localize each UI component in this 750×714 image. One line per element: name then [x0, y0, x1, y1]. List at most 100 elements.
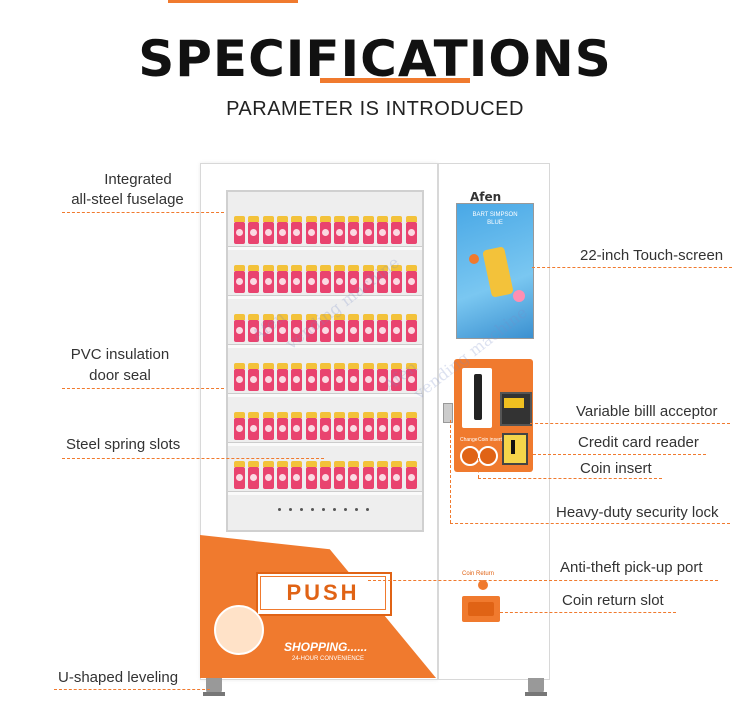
- card-reader-display: [504, 398, 524, 408]
- leader-line: [532, 267, 732, 268]
- product-top: [391, 216, 403, 222]
- pickup-door[interactable]: [256, 572, 392, 616]
- product-top: [362, 314, 374, 320]
- product-top: [362, 216, 374, 222]
- product-top: [305, 363, 317, 369]
- product-top: [248, 363, 260, 369]
- product-item: [291, 320, 303, 342]
- product-item: [305, 418, 317, 440]
- product-item: [362, 222, 374, 244]
- product-item: [334, 369, 346, 391]
- product-top: [319, 363, 331, 369]
- screen-decoration: [513, 290, 525, 302]
- convenience-text: 24-HOUR CONVENIENCE: [292, 656, 365, 662]
- product-top: [334, 363, 346, 369]
- product-item: [276, 320, 288, 342]
- product-top: [391, 265, 403, 271]
- product-top: [334, 314, 346, 320]
- vent-hole: [366, 508, 369, 511]
- product-top: [248, 314, 260, 320]
- label-spring-slots: Steel spring slots: [66, 436, 181, 453]
- product-item: [262, 369, 274, 391]
- product-item: [305, 467, 317, 489]
- product-top: [305, 216, 317, 222]
- product-window: [226, 190, 424, 532]
- product-top: [262, 265, 274, 271]
- product-item: [248, 222, 260, 244]
- product-item: [276, 418, 288, 440]
- product-item: [334, 222, 346, 244]
- leader-line: [450, 523, 730, 524]
- product-top: [391, 412, 403, 418]
- product-top: [348, 363, 360, 369]
- product-top: [405, 216, 417, 222]
- product-item: [262, 320, 274, 342]
- product-item: [348, 418, 360, 440]
- label-fuselage-line1: Integrated: [104, 171, 172, 188]
- product-item: [319, 222, 331, 244]
- touch-screen[interactable]: BART SIMPSON BLUE: [456, 203, 534, 339]
- product-item: [234, 222, 245, 244]
- leader-line: [530, 423, 730, 424]
- coin-insert[interactable]: [502, 433, 528, 465]
- product-top: [305, 265, 317, 271]
- product-item: [377, 320, 388, 342]
- product-item: [391, 320, 403, 342]
- product-item: [362, 418, 374, 440]
- card-reader[interactable]: [500, 392, 532, 426]
- product-item: [305, 320, 317, 342]
- product-top: [377, 461, 388, 467]
- product-item: [248, 271, 260, 293]
- product-item: [234, 271, 245, 293]
- shelf: [228, 442, 422, 446]
- product-top: [276, 412, 288, 418]
- product-top: [305, 412, 317, 418]
- label-touchscreen: 22-inch Touch-screen: [580, 247, 724, 264]
- product-top: [334, 265, 346, 271]
- security-lock[interactable]: [443, 403, 453, 423]
- product-top: [319, 461, 331, 467]
- shopping-text: SHOPPING......: [284, 640, 368, 654]
- label-fuselage-line2: all-steel fuselage: [71, 191, 184, 208]
- product-item: [319, 320, 331, 342]
- screen-decoration: [469, 254, 479, 264]
- product-item: [262, 222, 274, 244]
- product-top: [276, 314, 288, 320]
- product-item: [234, 369, 245, 391]
- label-security-lock: Heavy-duty security lock: [556, 504, 719, 521]
- change-button[interactable]: [460, 446, 480, 466]
- product-top: [391, 363, 403, 369]
- product-item: [234, 467, 245, 489]
- leader-line: [62, 458, 324, 459]
- product-top: [405, 314, 417, 320]
- product-top: [348, 314, 360, 320]
- product-top: [262, 216, 274, 222]
- product-top: [319, 412, 331, 418]
- product-item: [305, 271, 317, 293]
- product-item: [305, 369, 317, 391]
- label-pvc-line1: PVC insulation: [70, 346, 170, 363]
- product-top: [348, 412, 360, 418]
- product-top: [334, 461, 346, 467]
- vent-hole: [322, 508, 325, 511]
- product-top: [276, 216, 288, 222]
- coin-return-opening: [468, 602, 494, 616]
- product-item: [248, 320, 260, 342]
- shelf: [228, 491, 422, 495]
- product-top: [348, 265, 360, 271]
- product-item: [377, 369, 388, 391]
- product-item: [291, 271, 303, 293]
- product-top: [377, 265, 388, 271]
- coin-insert-button[interactable]: [478, 446, 498, 466]
- vent-hole: [278, 508, 281, 511]
- product-top: [276, 265, 288, 271]
- product-top: [405, 461, 417, 467]
- label-pvc-line2: door seal: [89, 367, 151, 384]
- product-item: [405, 418, 417, 440]
- product-top: [334, 412, 346, 418]
- top-accent-bar: [168, 0, 298, 3]
- product-top: [405, 265, 417, 271]
- product-item: [377, 418, 388, 440]
- product-item: [291, 369, 303, 391]
- product-item: [248, 418, 260, 440]
